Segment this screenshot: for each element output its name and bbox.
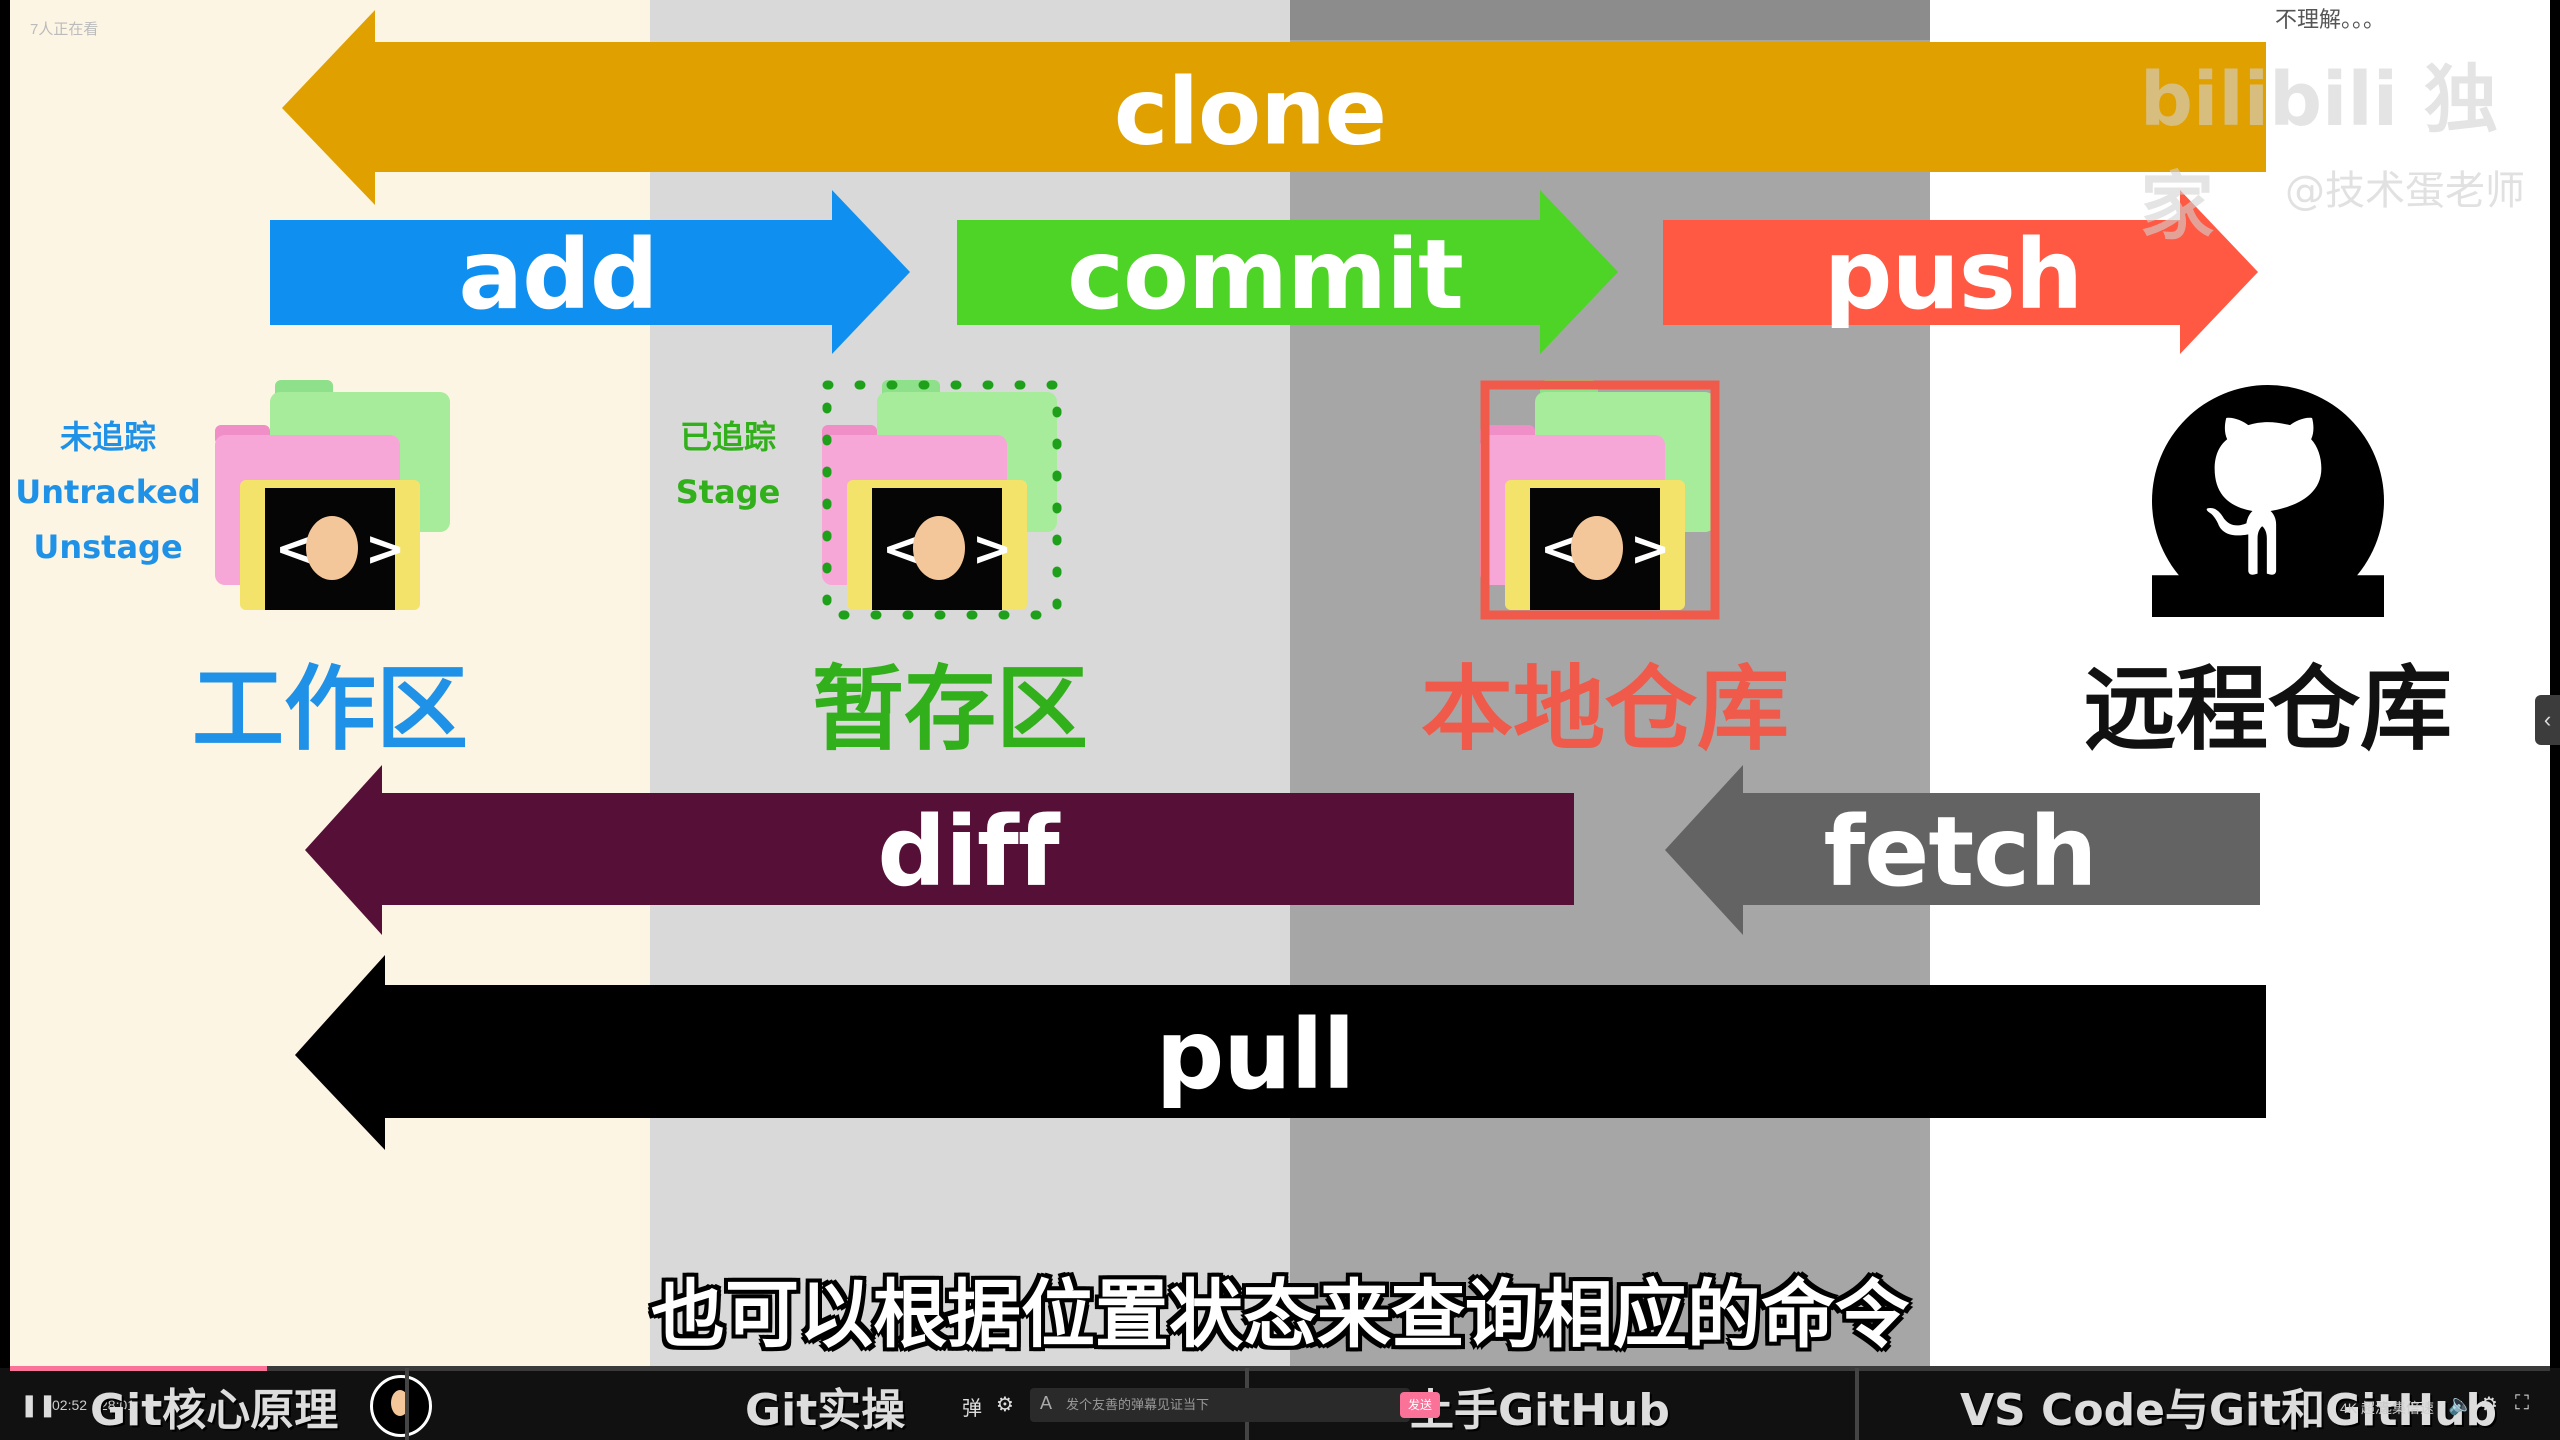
progress-fill bbox=[10, 1366, 267, 1371]
push-label: push bbox=[1823, 219, 2084, 331]
working-status-untracked: Untracked bbox=[15, 473, 201, 511]
volume-icon[interactable]: 🔈 bbox=[2448, 1394, 2473, 1416]
viewer-count: 7人正在看 bbox=[30, 21, 99, 38]
diff-label: diff bbox=[877, 796, 1059, 908]
add-arrow bbox=[270, 190, 910, 354]
chapter-4[interactable]: VS Code与Git和GitHub bbox=[1960, 1385, 2498, 1436]
svg-text:>: > bbox=[365, 521, 405, 577]
video-frame[interactable]: clone add commit push diff fetch pull 未追… bbox=[10, 0, 2550, 1368]
danmaku-comment: 不理解。。。 bbox=[2275, 7, 2386, 32]
fetch-arrow bbox=[1665, 765, 2260, 935]
episodes-button[interactable]: 选集 bbox=[2378, 1400, 2406, 1416]
local-repo-folder-icon: < > bbox=[1480, 380, 1720, 620]
commit-label: commit bbox=[1067, 219, 1464, 331]
pull-arrow bbox=[295, 955, 2266, 1150]
progress-thumb[interactable] bbox=[370, 1375, 432, 1437]
bilibili-watermark: bilibili 独家 bbox=[2140, 57, 2498, 250]
speed-button[interactable]: 倍速 bbox=[2406, 1400, 2434, 1416]
staging-status: 已追踪 Stage bbox=[676, 410, 781, 520]
working-zone-title: 工作区 bbox=[191, 656, 469, 763]
chapter-1[interactable]: Git核心原理 bbox=[90, 1385, 339, 1436]
quality-button[interactable]: 4K 超清 bbox=[2340, 1400, 2390, 1416]
fetch-label: fetch bbox=[1823, 796, 2097, 908]
remote-zone-title: 远程仓库 bbox=[2083, 656, 2453, 763]
clone-arrow bbox=[282, 10, 2266, 205]
video-subtitle: 也可以根据位置状态来查询相应的命令 bbox=[651, 1272, 1909, 1358]
staging-status-cn: 已追踪 bbox=[679, 418, 777, 456]
svg-text:>: > bbox=[1630, 521, 1670, 577]
pause-icon[interactable]: ❚❚ bbox=[20, 1392, 57, 1417]
arrows-layer bbox=[270, 10, 2266, 1150]
danmaku-settings-icon[interactable]: ⚙ bbox=[996, 1394, 1014, 1416]
side-panel-toggle[interactable]: ‹ bbox=[2535, 695, 2560, 745]
local-zone-top bbox=[1290, 0, 1930, 40]
chapter-2[interactable]: Git实操 bbox=[745, 1385, 906, 1436]
diff-arrow bbox=[305, 765, 1574, 935]
push-arrow bbox=[1663, 190, 2258, 354]
working-status-cn: 未追踪 bbox=[59, 418, 156, 456]
github-icon bbox=[2152, 385, 2384, 617]
send-danmaku-button[interactable]: 发送 bbox=[1400, 1392, 1440, 1418]
working-folder-icon: < > bbox=[215, 380, 450, 610]
pull-label: pull bbox=[1155, 999, 1356, 1111]
danmaku-input[interactable]: 发个友善的弹幕见证当下 bbox=[1030, 1388, 1410, 1422]
working-status: 未追踪 Untracked Unstage bbox=[15, 410, 200, 575]
fullscreen-icon[interactable]: ⛶ bbox=[2515, 1392, 2529, 1414]
chapter-divider bbox=[1855, 1368, 1859, 1440]
chapter-3[interactable]: 上手GitHub bbox=[1410, 1385, 1670, 1436]
subtitle-icon[interactable]: ▭ bbox=[2410, 1394, 2428, 1414]
staging-folder-icon: < > bbox=[822, 380, 1062, 620]
author-watermark: @技术蛋老师 bbox=[2285, 168, 2525, 214]
local-zone-title: 本地仓库 bbox=[1420, 656, 1790, 763]
danmaku-style-icon[interactable]: A bbox=[1040, 1393, 1053, 1413]
svg-text:>: > bbox=[972, 521, 1012, 577]
commit-arrow bbox=[957, 190, 1618, 354]
current-time: 02:52 bbox=[52, 1397, 88, 1413]
chapter-divider bbox=[405, 1368, 409, 1440]
total-time: 28:01 bbox=[100, 1397, 136, 1413]
danmaku-placeholder: 发个友善的弹幕见证当下 bbox=[1066, 1397, 1210, 1412]
progress-bar[interactable] bbox=[10, 1366, 2550, 1371]
danmaku-toggle-icon[interactable]: 弹 bbox=[962, 1398, 982, 1420]
add-label: add bbox=[458, 219, 658, 331]
staging-zone-title: 暂存区 bbox=[811, 656, 1089, 763]
working-status-unstage: Unstage bbox=[33, 528, 183, 566]
staging-status-stage: Stage bbox=[675, 473, 781, 511]
clone-label: clone bbox=[1113, 58, 1387, 166]
settings-icon[interactable]: ⚙ bbox=[2480, 1394, 2498, 1416]
